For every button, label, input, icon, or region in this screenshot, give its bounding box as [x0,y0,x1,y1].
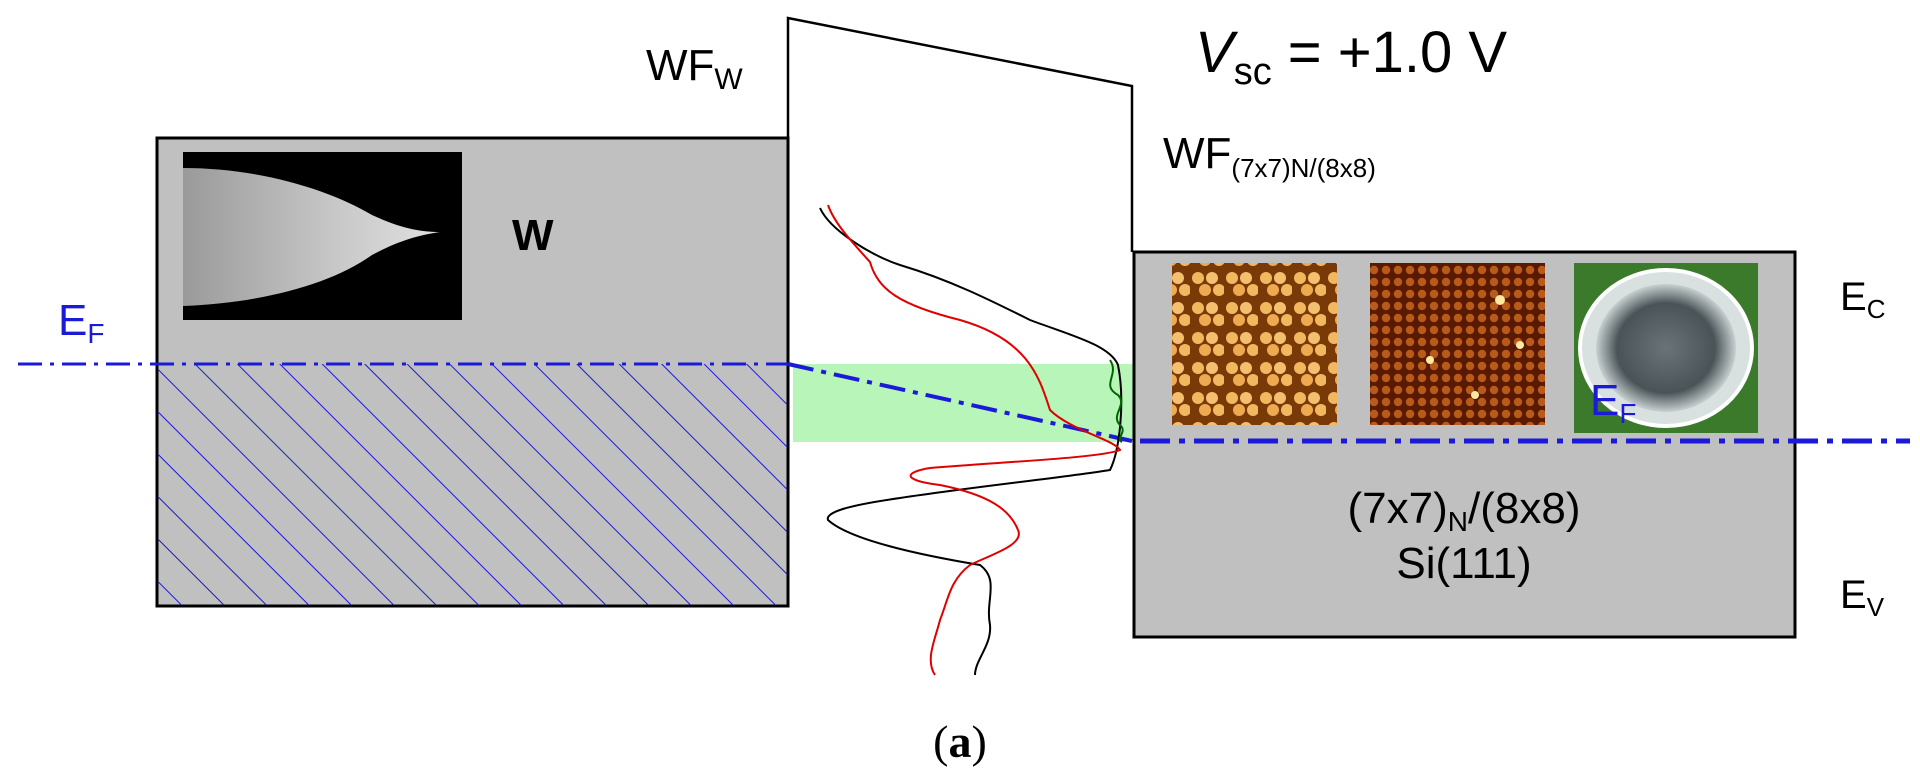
title: Vsc = +1.0 V [1195,20,1507,93]
stm-image-8x8 [1370,263,1545,425]
ef-label-semiconductor: EF [1590,376,1636,429]
wf-s-label: WF(7x7)N/(8x8) [1163,129,1376,183]
fermi-level-bias [787,362,1133,443]
wafer-photo [1574,263,1758,433]
ev-label: EV [1840,573,1885,622]
metal-label: W [512,211,554,260]
spectrum-curve-red [827,204,1122,676]
substrate-label: Si(111) [1396,539,1531,588]
ec-label: EC [1840,275,1885,324]
barrier-outline [786,16,1134,252]
stm-image-7x7 [1172,263,1337,425]
metal-hatched-region [158,364,787,605]
surface-label: (7x7)N/(8x8) [1348,484,1581,537]
caption: (a) [933,716,987,767]
wf-w-label: WFW [646,41,743,96]
spectrum-curve-black [819,207,1123,676]
spectrum-curve-green [1109,359,1124,443]
tip-image [183,152,462,320]
ef-label-metal: EF [58,296,104,349]
